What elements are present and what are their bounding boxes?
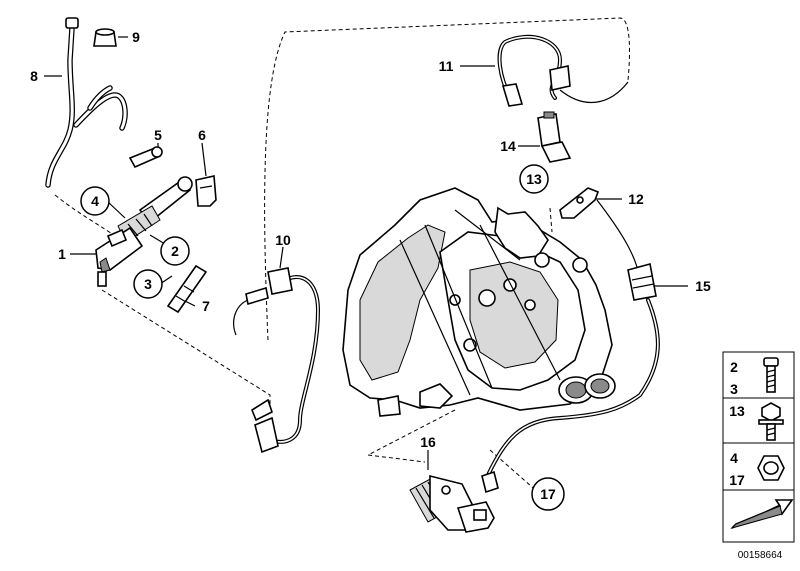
part-16-slave-cylinder xyxy=(409,474,495,533)
callout-4: 4 xyxy=(91,193,99,209)
callout-14: 14 xyxy=(500,138,516,154)
legend-label-13: 13 xyxy=(729,403,745,419)
callout-12: 12 xyxy=(628,191,644,207)
callout-7: 7 xyxy=(202,298,210,314)
callout-16: 16 xyxy=(420,434,436,450)
hardware-legend: 2 3 13 4 17 xyxy=(722,351,795,543)
legend-label-2: 2 xyxy=(730,359,738,375)
arrow-icon xyxy=(730,499,794,529)
callout-5: 5 xyxy=(154,127,162,143)
legend-label-3: 3 xyxy=(730,381,738,397)
callout-labels: 8 9 5 6 4 2 3 7 1 10 11 14 13 12 15 16 1… xyxy=(30,29,711,502)
part-11-pipe xyxy=(497,34,629,107)
callout-1: 1 xyxy=(58,246,66,262)
callout-9: 9 xyxy=(132,29,140,45)
callout-circles xyxy=(80,164,565,511)
callout-6: 6 xyxy=(198,127,206,143)
callout-3: 3 xyxy=(144,276,152,292)
legend-label-17: 17 xyxy=(729,472,745,488)
transmission-housing xyxy=(342,187,616,417)
part-5-pin xyxy=(128,146,163,169)
callout-15: 15 xyxy=(695,278,711,294)
callout-13: 13 xyxy=(526,171,542,187)
part-10-clutch-hose xyxy=(233,267,320,454)
legend-label-4: 4 xyxy=(730,450,738,466)
clutch-master-cylinder xyxy=(95,176,193,287)
callout-17: 17 xyxy=(540,486,556,502)
callout-2: 2 xyxy=(171,243,179,259)
part-6-clip xyxy=(195,175,217,207)
callout-10: 10 xyxy=(275,232,291,248)
part-9-cap xyxy=(93,28,117,47)
part-12-bracket xyxy=(559,187,600,219)
flange-bolt-icon xyxy=(758,402,784,441)
part-15-pipe xyxy=(481,199,660,494)
image-number: 00158664 xyxy=(738,550,783,561)
part-7-bracket xyxy=(166,264,208,314)
hex-nut-icon xyxy=(757,455,785,481)
callout-8: 8 xyxy=(30,68,38,84)
part-14-valve xyxy=(537,111,572,163)
part-8-refill-pipe xyxy=(45,17,128,188)
callout-11: 11 xyxy=(439,58,454,74)
bolt-icon xyxy=(763,357,779,393)
